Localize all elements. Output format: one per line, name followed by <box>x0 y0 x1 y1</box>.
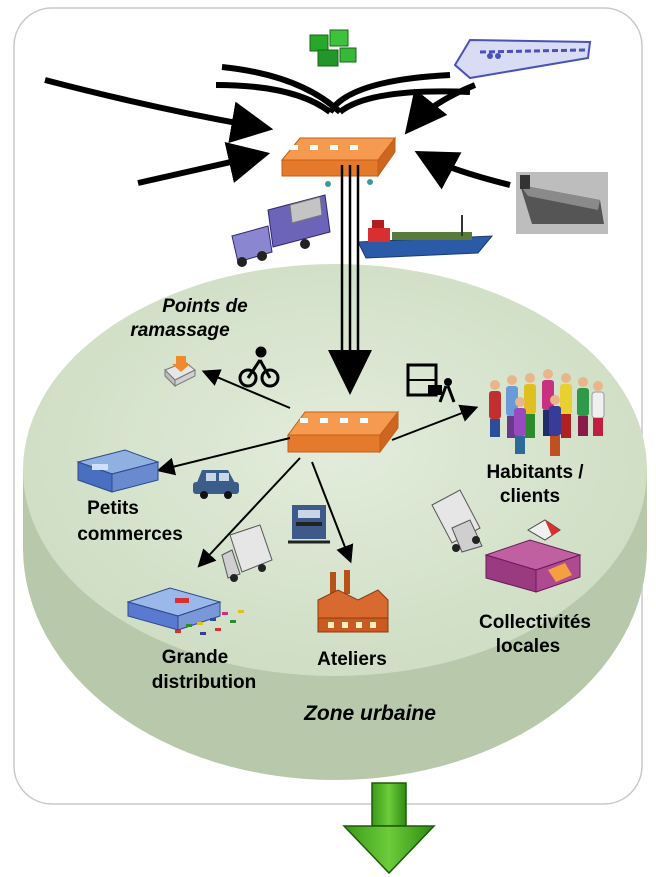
label-grande-distribution-2: distribution <box>152 672 256 693</box>
distribution-flows <box>156 369 479 568</box>
label-points-de-ramassage-2: ramassage <box>130 320 230 341</box>
locomotive-icon <box>288 505 330 544</box>
loading-worker-icon <box>406 363 456 403</box>
van-icon <box>431 489 483 553</box>
car-icon <box>193 470 239 499</box>
label-collectivites-2: locales <box>496 636 560 657</box>
label-points-de-ramassage-1: Points de <box>162 296 248 317</box>
tanker-ship-icon <box>516 172 608 234</box>
pickup-point-icon <box>164 356 196 388</box>
supermarket-icon <box>126 587 244 635</box>
van-icon <box>221 524 273 582</box>
bicycle-icon <box>238 346 280 388</box>
label-zone-urbaine: Zone urbaine <box>303 702 436 725</box>
people-group-icon <box>489 369 605 456</box>
label-grande-distribution-1: Grande <box>162 647 229 668</box>
label-habitants-1: Habitants / <box>486 462 584 483</box>
down-arrow-icon <box>342 782 436 875</box>
train-icon <box>453 38 592 80</box>
label-habitants-2: clients <box>500 486 560 507</box>
packages-icon <box>309 29 357 67</box>
town-hall-icon <box>484 519 582 593</box>
label-petits-commerces-1: Petits <box>87 498 139 519</box>
shop-icon <box>76 449 160 493</box>
factory-icon <box>317 570 389 633</box>
cargo-ship-icon <box>357 215 494 259</box>
label-collectivites-1: Collectivités <box>479 612 591 633</box>
label-petits-commerces-2: commerces <box>77 524 183 545</box>
central-warehouse-icon <box>287 410 400 454</box>
warehouse-icon <box>280 136 397 187</box>
main-flow-arrow <box>328 165 372 395</box>
truck-icon <box>231 194 331 267</box>
label-ateliers: Ateliers <box>317 649 387 670</box>
incoming-flows <box>44 64 511 190</box>
